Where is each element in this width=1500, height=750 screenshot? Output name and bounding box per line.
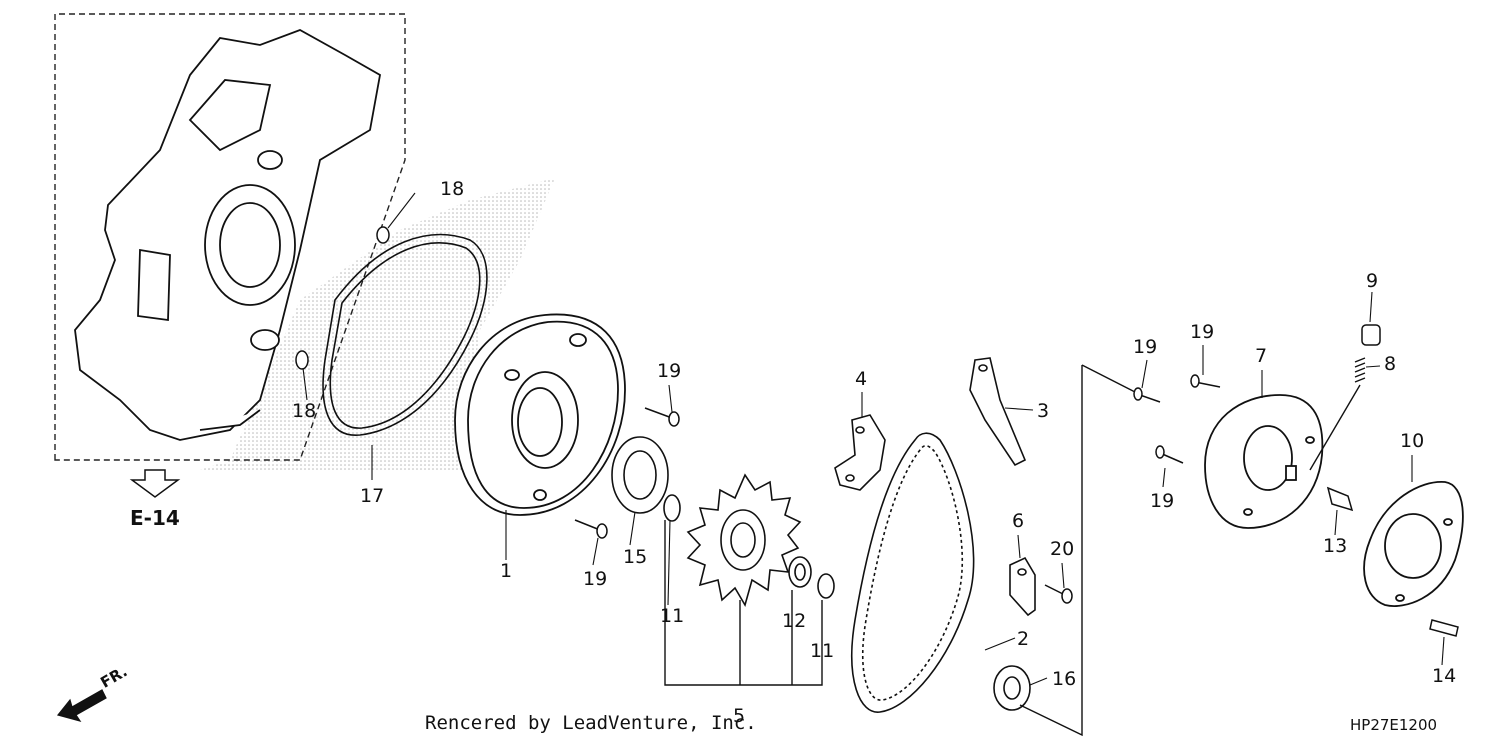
callout-19: 19 (583, 568, 608, 590)
roller-13 (1326, 486, 1354, 512)
section-down-arrow (129, 469, 181, 498)
reference-line (1019, 364, 1136, 737)
hub-7 (1204, 394, 1324, 529)
cover-1 (454, 313, 626, 516)
callout-8: 8 (1384, 353, 1397, 375)
spring-8 (1309, 357, 1366, 471)
callout-19: 19 (657, 360, 682, 382)
seal-16 (993, 665, 1031, 711)
group-bracket-5 (664, 520, 823, 686)
callout-1: 1 (500, 560, 513, 582)
sprocket-5 (686, 473, 802, 608)
crankcase-housing (74, 29, 381, 441)
callout-14: 14 (1432, 665, 1457, 687)
callout-13: 13 (1323, 535, 1348, 557)
callout-5: 5 (733, 705, 746, 727)
gasket-17 (322, 233, 488, 436)
bolts-19 (574, 374, 1221, 539)
leader-lines (302, 192, 1445, 686)
section-reference: E-14 (130, 506, 180, 530)
callout-19: 19 (1190, 321, 1215, 343)
cap-9 (1361, 324, 1381, 346)
callout-11: 11 (660, 605, 685, 627)
callout-19: 19 (1133, 336, 1158, 358)
seal-15 (611, 436, 669, 514)
callout-15: 15 (623, 546, 648, 568)
front-arrow (56, 689, 107, 723)
tensioner-3 (969, 357, 1027, 467)
callout-3: 3 (1037, 400, 1050, 422)
plate-10 (1363, 481, 1464, 607)
diagram-code: HP27E1200 (1350, 716, 1438, 734)
plate-6 (1009, 556, 1036, 617)
callout-19: 19 (1150, 490, 1175, 512)
callout-11: 11 (810, 640, 835, 662)
callout-7: 7 (1255, 345, 1268, 367)
oring-18 (295, 226, 390, 370)
callout-2: 2 (1017, 628, 1030, 650)
guide-4 (834, 414, 886, 491)
callout-20: 20 (1050, 538, 1075, 560)
bearing-12 (788, 556, 812, 588)
credit-text: Rencered by LeadVenture, Inc. (425, 712, 757, 734)
callout-6: 6 (1012, 510, 1025, 532)
chain-2 (851, 432, 975, 713)
callout-9: 9 (1366, 270, 1379, 292)
callout-10: 10 (1400, 430, 1425, 452)
washer-11 (663, 494, 835, 599)
callout-4: 4 (855, 368, 868, 390)
callout-16: 16 (1052, 668, 1077, 690)
crankcase-reference-box (54, 13, 406, 461)
pin-14 (1429, 619, 1459, 637)
callout-12: 12 (782, 610, 807, 632)
bolt-20 (1044, 584, 1073, 604)
callout-17: 17 (360, 485, 385, 507)
callout-18: 18 (292, 400, 317, 422)
callout-18: 18 (440, 178, 465, 200)
